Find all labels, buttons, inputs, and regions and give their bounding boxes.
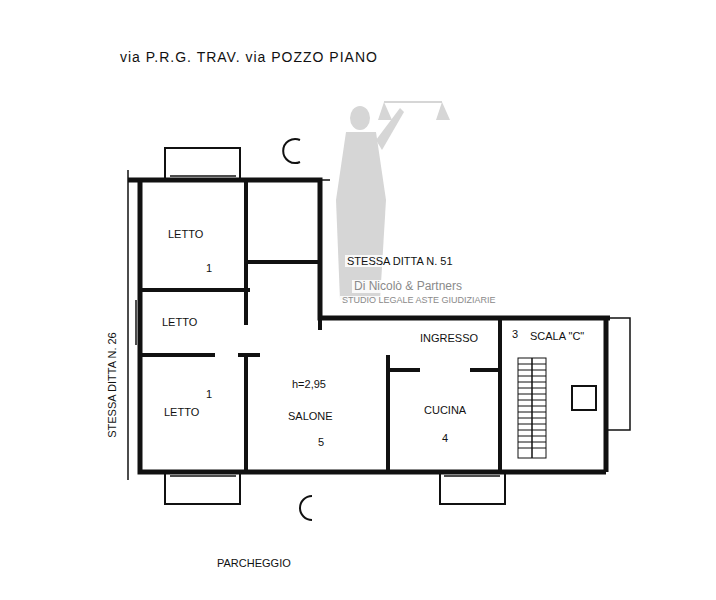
room-name: CUCINA bbox=[424, 404, 466, 416]
room-name: LETTO bbox=[164, 406, 199, 418]
wall bbox=[128, 180, 610, 472]
partition-wall bbox=[140, 180, 500, 472]
plan-label: PARCHEGGIO bbox=[215, 557, 293, 569]
plan-label: STESSA DITTA N. 26 bbox=[106, 330, 118, 440]
room-mark: 1 bbox=[206, 388, 212, 400]
room-mark: 5 bbox=[318, 436, 324, 448]
room-mark: SALONE bbox=[288, 410, 333, 422]
room-mark: 4 bbox=[442, 432, 448, 444]
watermark: Di Nicolò & Partners bbox=[352, 280, 464, 293]
room: SCALA "C" 3 bbox=[503, 322, 603, 356]
watermark-figure bbox=[336, 102, 450, 300]
room-name: SCALA "C" bbox=[530, 330, 584, 342]
street-title: via P.R.G. TRAV. via POZZO PIANO bbox=[120, 50, 378, 65]
room-name: LETTO bbox=[168, 228, 203, 240]
boundary-line bbox=[128, 170, 630, 480]
staircase bbox=[518, 358, 596, 458]
room-mark: 3 bbox=[512, 328, 518, 340]
room-name: LETTO bbox=[162, 316, 197, 328]
door-swing bbox=[283, 139, 312, 520]
room: CUCINA 4 bbox=[392, 373, 498, 470]
room: INGRESSO bbox=[324, 322, 498, 368]
room-name: h=2,95 bbox=[292, 378, 326, 390]
room: LETTO bbox=[145, 293, 244, 353]
room-name: INGRESSO bbox=[420, 332, 478, 344]
watermark: STUDIO LEGALE ASTE GIUDIZIARIE bbox=[340, 296, 498, 306]
room: h=2,95SALONE 5 bbox=[250, 358, 386, 470]
plan-label: STESSA DITTA N. 51 bbox=[345, 255, 455, 267]
room-mark: 1 bbox=[206, 262, 212, 274]
room: LETTO 1 bbox=[145, 358, 244, 470]
balcony bbox=[165, 148, 505, 504]
room: LETTO 1 bbox=[145, 185, 244, 288]
window bbox=[136, 176, 500, 476]
